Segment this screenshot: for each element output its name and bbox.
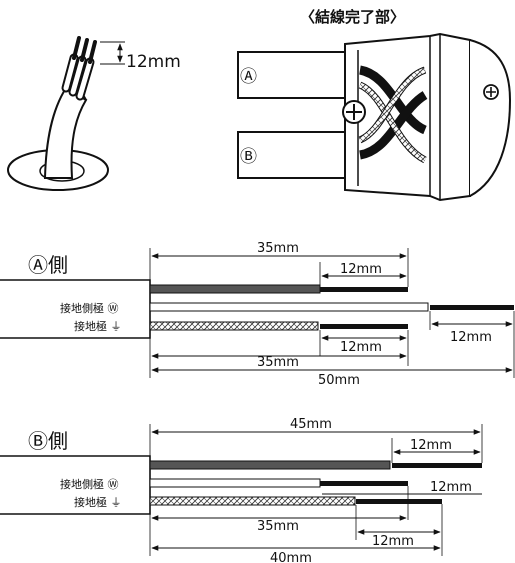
side-a-dim-bottom-len: 35mm [257,355,299,370]
side-b-dim-bottom-strip: 12mm [372,534,414,549]
side-a-dim-right-strip: 12mm [450,330,492,345]
side-b-dim-top-strip: 12mm [410,438,452,453]
side-b-white-wire [149,478,321,488]
side-a-white-wire [149,302,429,312]
side-a-dim-bottom-total: 50mm [318,373,360,388]
side-b-white-conductor [320,481,408,486]
side-a-heading: Ⓐ側 [28,253,68,277]
strip-length-label: 12mm [126,52,181,72]
side-b-diagram: Ⓑ側 接地側極 Ⓦ 接地極 ⏚ 45mm 12mm 12mm 35mm 1 [0,417,483,563]
side-b-dim-top-total: 45mm [290,417,332,432]
side-a-black-wire [149,284,321,294]
side-b-label-g: 接地極 ⏚ [74,495,122,509]
side-a-dim-bottom-strip: 12mm [340,340,382,355]
cable-strip-illustration: 12mm [7,36,181,191]
side-b-label-w: 接地側極 Ⓦ [60,477,119,491]
completed-connection-illustration: 〈結線完了部〉 Ⓐ Ⓑ [237,8,512,202]
stripped-conductors [72,36,97,64]
side-b-dim-right-strip: 12mm [430,480,472,495]
cable-b-label: Ⓑ [240,147,257,167]
side-a-black-conductor [320,287,408,292]
cable-a-label: Ⓐ [240,67,257,87]
side-a-diagram: Ⓐ側 接地側極 Ⓦ 接地極 ⏚ 35mm 12mm 12mm 12mm [0,241,515,388]
side-a-ground-conductor [320,324,408,329]
side-a-dim-top-total: 35mm [257,241,299,256]
side-b-heading: Ⓑ側 [28,429,68,453]
side-b-dim-bottom-total: 40mm [270,551,312,563]
side-b-black-conductor [392,463,482,468]
side-b-ground-wire [149,496,356,506]
assembly-title: 〈結線完了部〉 [300,8,405,26]
side-b-ground-conductor [356,499,442,504]
side-b-dim-bottom-len: 35mm [257,519,299,534]
side-b-black-wire [149,460,391,470]
side-a-label-g: 接地極 ⏚ [74,319,122,333]
side-a-label-w: 接地側極 Ⓦ [60,301,119,315]
side-a-ground-wire [149,321,319,331]
side-a-dim-top-strip: 12mm [340,262,382,277]
cable-a [237,51,349,99]
side-a-white-conductor [430,305,514,310]
